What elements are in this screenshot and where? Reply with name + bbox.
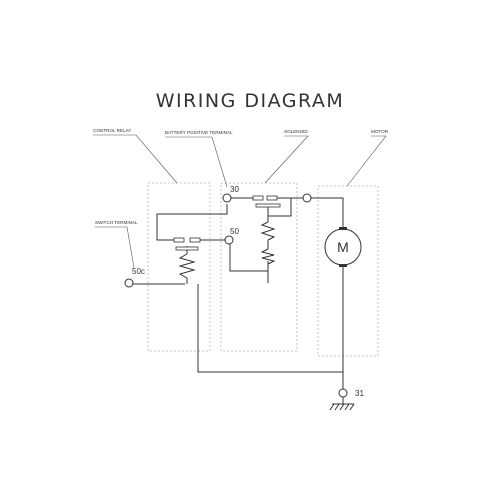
- control-relay-label: CONTROL RELAY: [93, 128, 131, 133]
- solenoid-label: SOLENOID: [284, 129, 308, 134]
- terminal-motor: [302, 193, 312, 203]
- relay-coil: [178, 253, 196, 284]
- solenoid-hold-in-coil: [260, 248, 276, 265]
- solenoid-contact: [252, 195, 281, 208]
- motor-label: MOTOR: [371, 129, 389, 134]
- motor-symbol: M: [324, 227, 362, 267]
- switch-terminal-label: SWITCH TERMINAL: [95, 220, 138, 225]
- terminal-31-label: 31: [355, 389, 364, 398]
- control-relay-box: [147, 182, 211, 352]
- motor-box: [317, 185, 379, 357]
- relay-contact: [173, 237, 201, 251]
- diagram-title: WIRING DIAGRAM: [156, 90, 345, 112]
- ground-icon: [329, 397, 355, 411]
- wires: [133, 197, 344, 389]
- terminal-31: [338, 388, 348, 398]
- terminal-30: [222, 193, 232, 203]
- terminal-50c: [124, 278, 134, 288]
- leader-lines: [93, 134, 387, 269]
- terminal-50: [224, 235, 234, 245]
- battery-positive-terminal-label: BATTERY POSITIVE TERMINAL: [165, 130, 233, 135]
- terminal-30-label: 30: [230, 185, 239, 194]
- solenoid-box: [220, 182, 298, 352]
- motor-letter: M: [337, 239, 349, 255]
- solenoid-pull-in-coil: [260, 221, 276, 241]
- terminal-50-label: 50: [230, 227, 239, 236]
- terminal-50c-label: 50c: [132, 267, 145, 276]
